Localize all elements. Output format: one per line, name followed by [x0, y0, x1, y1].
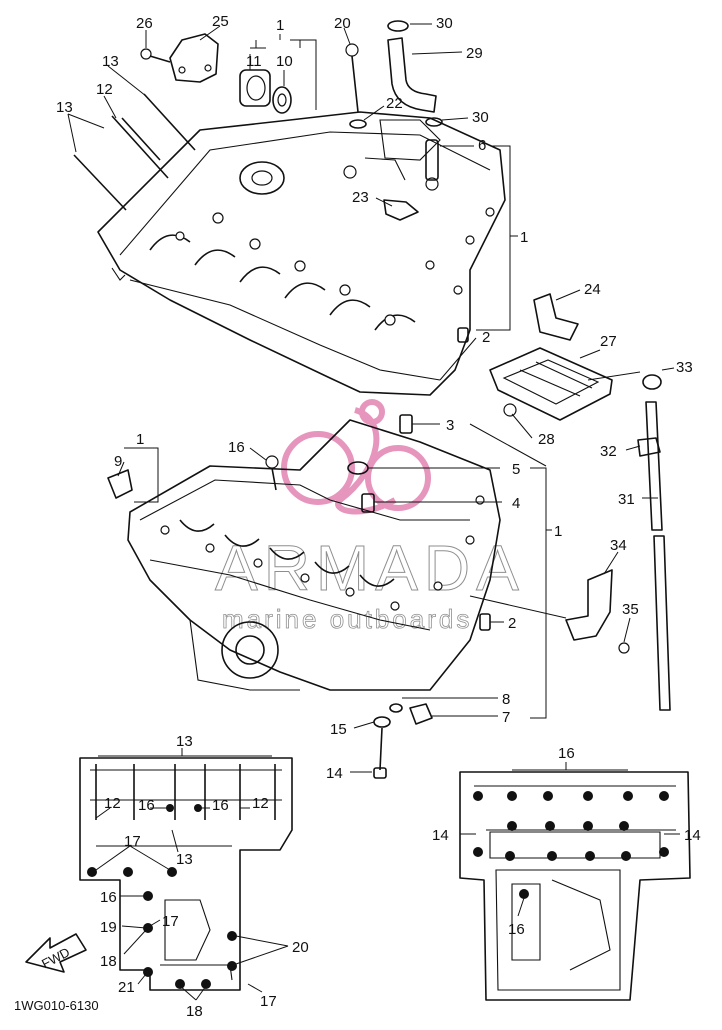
upper-studs	[73, 93, 196, 211]
callout-26: 26	[136, 15, 153, 32]
watermark-tagline: marine outboards	[222, 604, 472, 634]
callout-17-bl-bottom: 17	[260, 993, 277, 1010]
callout-16-br-top: 16	[558, 745, 575, 762]
callout-24: 24	[584, 281, 601, 298]
callout-17-bl-mid: 17	[162, 913, 179, 930]
callout-32: 32	[600, 443, 617, 460]
callout-16-main: 16	[228, 439, 245, 456]
callout-3: 3	[446, 417, 454, 434]
callout-19: 19	[100, 919, 117, 936]
callout-12-bl-right: 12	[252, 795, 269, 812]
callout-1-left: 1	[136, 431, 144, 448]
callout-18-bl-a: 18	[100, 953, 117, 970]
leader-lines	[67, 23, 680, 1001]
callout-2-lower: 2	[508, 615, 516, 632]
callout-21: 21	[118, 979, 135, 996]
callout-22: 22	[386, 95, 403, 112]
callout-16-br-bottom: 16	[508, 921, 525, 938]
callout-33: 33	[676, 359, 693, 376]
callout-13-left: 13	[56, 99, 73, 116]
callout-25: 25	[212, 13, 229, 30]
callout-7: 7	[502, 709, 510, 726]
callout-13-bl-mid: 13	[176, 851, 193, 868]
callout-28: 28	[538, 431, 555, 448]
callout-29: 29	[466, 45, 483, 62]
callout-12-bl-left: 12	[104, 795, 121, 812]
top-small-parts	[140, 20, 469, 343]
callout-16-bl-c: 16	[100, 889, 117, 906]
callout-1-top: 1	[276, 17, 284, 34]
watermark-ring-right	[365, 445, 431, 511]
fwd-label: FWD	[39, 944, 72, 971]
callout-18-bl-b: 18	[186, 1003, 203, 1020]
callout-20-top: 20	[334, 15, 351, 32]
upper-crankcase	[97, 111, 506, 396]
callout-31: 31	[618, 491, 635, 508]
callout-1-right-upper: 1	[520, 229, 528, 246]
bottom-left-view	[79, 757, 293, 991]
callout-14-main: 14	[326, 765, 343, 782]
right-side-parts	[489, 293, 671, 711]
callout-23: 23	[352, 189, 369, 206]
watermark-ring-left	[281, 431, 355, 505]
callout-2-upper: 2	[482, 329, 490, 346]
callout-8: 8	[502, 691, 510, 708]
callout-35: 35	[622, 601, 639, 618]
callout-30-top: 30	[436, 15, 453, 32]
callout-17-bl-top: 17	[124, 833, 141, 850]
callout-34: 34	[610, 537, 627, 554]
callout-13-top: 13	[102, 53, 119, 70]
callout-15: 15	[330, 721, 347, 738]
callout-16-bl-b: 16	[212, 797, 229, 814]
callout-27: 27	[600, 333, 617, 350]
bottom-right-view	[459, 771, 691, 1001]
callout-12-top: 12	[96, 81, 113, 98]
watermark: ARMADA marine outboards	[215, 399, 525, 634]
watermark-brand: ARMADA	[215, 532, 525, 604]
callout-1-right-lower: 1	[554, 523, 562, 540]
callout-9: 9	[114, 453, 122, 470]
callout-labels: 26 25 1 11 10 20 30 29 22 30 6 23 1 13 1…	[14, 13, 701, 1020]
callout-6: 6	[478, 137, 486, 154]
diagram-code: 1WG010-6130	[14, 998, 99, 1013]
callout-5: 5	[512, 461, 520, 478]
callout-16-bl-a: 16	[138, 797, 155, 814]
callout-13-bl-top: 13	[176, 733, 193, 750]
watermark-logo	[281, 399, 431, 515]
callout-14-br-left: 14	[432, 827, 449, 844]
watermark-dot	[359, 399, 385, 425]
callout-4: 4	[512, 495, 520, 512]
callout-10: 10	[276, 53, 293, 70]
fwd-arrow: FWD	[25, 933, 87, 973]
callout-11: 11	[246, 53, 262, 70]
callout-30-mid: 30	[472, 109, 489, 126]
callout-20-bl: 20	[292, 939, 309, 956]
callout-14-br-right: 14	[684, 827, 701, 844]
